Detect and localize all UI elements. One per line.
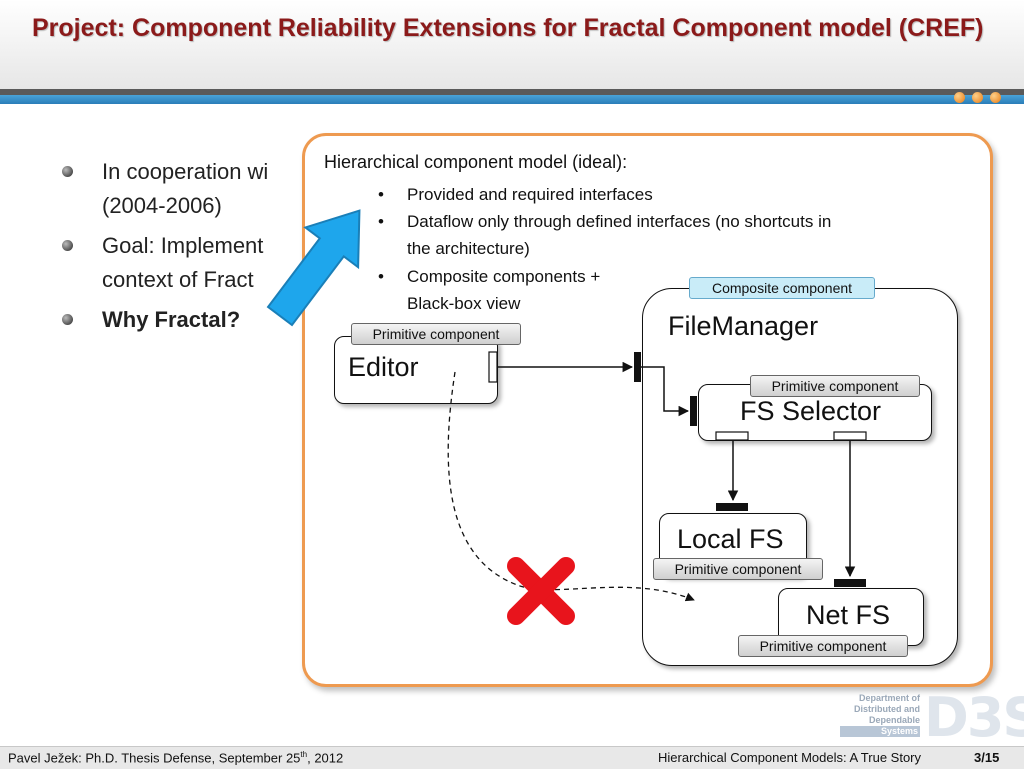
bullet-item: In cooperation wi (2004-2006) [62, 155, 362, 223]
editor-primitive-label: Primitive component [351, 323, 521, 345]
logo-line: Department of [858, 693, 920, 703]
logo-text: Department of Distributed and Dependable… [840, 693, 920, 737]
logo-line: Systems [840, 726, 920, 737]
panel-bullet-icon: • [378, 185, 384, 204]
bullet-text: Why Fractal? [102, 307, 241, 332]
footer-author-text: Pavel Ježek: Ph.D. Thesis Defense, Septe… [8, 750, 301, 766]
slide-title: Project: Component Reliability Extension… [32, 14, 984, 42]
footer-author-year: , 2012 [307, 750, 344, 766]
filemanager-title: FileManager [668, 311, 819, 341]
logo-line: Distributed and [853, 704, 920, 714]
logo-line: Dependable [868, 715, 920, 725]
footer-author: Pavel Ježek: Ph.D. Thesis Defense, Septe… [8, 750, 343, 765]
panel-bullet-icon: • [378, 267, 384, 286]
panel-item-text: Provided and required interfaces [407, 185, 653, 204]
decor-dot-icon [954, 92, 965, 103]
panel-item-continued: the architecture) [407, 235, 530, 262]
page-number: 3/15 [974, 750, 1000, 765]
bullet-text: (2004-2006) [102, 193, 222, 218]
panel-item-continued: Black-box view [407, 290, 520, 317]
bullet-text: context of Fract [102, 267, 254, 292]
footer-author-sup: th [300, 750, 308, 759]
footer-bar: Pavel Ježek: Ph.D. Thesis Defense, Septe… [0, 746, 1024, 769]
selector-primitive-label: Primitive component [750, 375, 920, 397]
bullet-item: Why Fractal? [62, 303, 362, 337]
panel-bullet-icon: • [378, 212, 384, 231]
composite-component-label: Composite component [689, 277, 875, 299]
bullet-text: Goal: Implement [102, 233, 264, 258]
panel-heading: Hierarchical component model (ideal): [324, 152, 628, 172]
panel-item-text: Dataflow only through defined interfaces… [407, 212, 832, 231]
panel-item-text: the architecture) [407, 239, 530, 258]
bullet-icon [62, 240, 73, 251]
netfs-primitive-label: Primitive component [738, 635, 908, 657]
title-divider [0, 89, 1024, 95]
fs-selector-title: FS Selector [740, 396, 882, 426]
panel-item-text: Composite components + [407, 267, 601, 286]
panel-item-text: Black-box view [407, 294, 521, 313]
panel-item: • Provided and required interfaces [378, 181, 653, 208]
panel-item: • Composite components + [378, 263, 601, 290]
title-bar [0, 0, 1024, 90]
bullet-icon [62, 314, 73, 325]
decor-dot-icon [972, 92, 983, 103]
d3s-logo: Department of Distributed and Dependable… [840, 686, 1024, 749]
bullet-item: Goal: Implement context of Fract [62, 229, 362, 297]
editor-title: Editor [348, 352, 419, 382]
localfs-primitive-label: Primitive component [653, 558, 823, 580]
net-fs-title: Net FS [806, 600, 891, 630]
title-accent-bar [0, 95, 1024, 104]
panel-item: • Dataflow only through defined interface… [378, 208, 832, 235]
bullet-list: In cooperation wi (2004-2006) Goal: Impl… [62, 155, 362, 343]
bullet-icon [62, 166, 73, 177]
decor-dot-icon [990, 92, 1001, 103]
footer-title: Hierarchical Component Models: A True St… [658, 750, 922, 765]
bullet-text: In cooperation wi [102, 159, 269, 184]
logo-mark: D3S [924, 686, 1024, 749]
local-fs-title: Local FS [677, 524, 784, 554]
